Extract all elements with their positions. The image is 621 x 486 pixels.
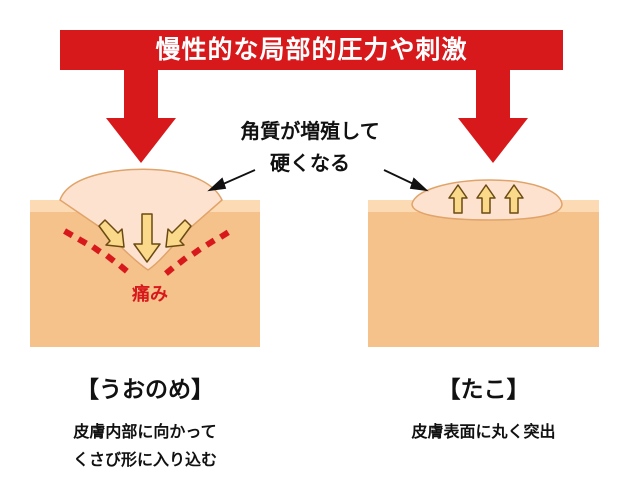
arrow-icon	[98, 213, 192, 263]
callout-line-1: 角質が増殖して	[240, 119, 380, 143]
corn-desc-line-2: くさび形に入り込む	[72, 450, 217, 469]
callus-desc-line-1: 皮膚表面に丸く突出	[411, 422, 556, 441]
corn-illustration	[30, 168, 260, 347]
corn-desc-line-1: 皮膚内部に向かって	[73, 422, 217, 441]
banner	[60, 30, 563, 163]
pain-dash-icon	[63, 228, 230, 276]
callout-pointers	[207, 169, 429, 192]
banner-stem-right	[476, 70, 510, 120]
banner-box	[60, 30, 563, 70]
corn-callus	[59, 168, 223, 271]
callout-line-2: 硬くなる	[270, 151, 350, 175]
banner-title: 慢性的な局部的圧力や刺激	[155, 35, 468, 64]
banner-arrow-right-icon	[458, 118, 528, 163]
banner-stem-left	[124, 70, 158, 120]
callus-name: 【たこ】	[437, 377, 530, 403]
pain-label: 痛み	[132, 284, 168, 305]
banner-arrow-left-icon	[106, 118, 176, 163]
arrow-icon	[448, 184, 524, 214]
callus-skin	[368, 200, 599, 347]
callus-illustration	[368, 179, 599, 347]
corn-name: 【うおのめ】	[76, 377, 214, 403]
